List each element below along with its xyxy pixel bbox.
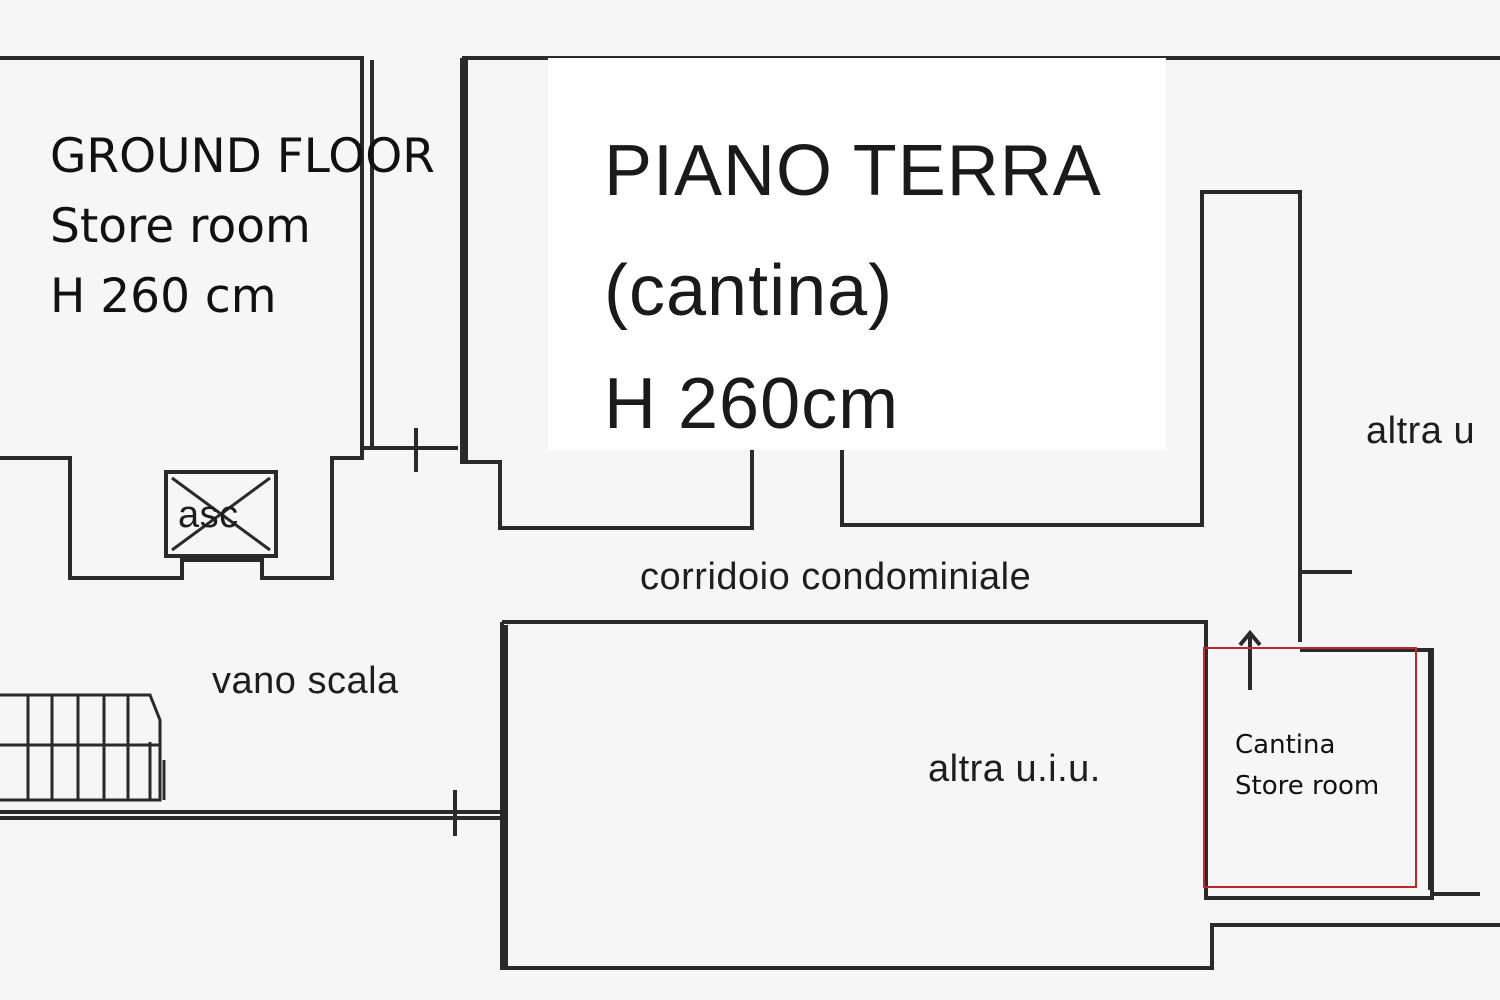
wall-lower-right	[1204, 632, 1480, 900]
italian-height: H 260cm	[604, 364, 900, 444]
door-arrow	[1238, 629, 1262, 690]
english-title: GROUND FLOOR	[50, 129, 435, 184]
lift-label: asc	[178, 494, 239, 536]
lift-shaft	[164, 470, 278, 558]
lift-cross	[171, 476, 271, 552]
store-room-label-it: Cantina	[1235, 730, 1336, 760]
other-unit-label: altra u.i.u.	[928, 748, 1101, 790]
english-height: H 260 cm	[50, 269, 277, 324]
italian-room: (cantina)	[604, 251, 894, 331]
italian-title: PIANO TERRA	[604, 131, 1102, 211]
wall-bottom-left	[0, 810, 500, 820]
italian-legend: PIANO TERRA (cantina) H 260cm	[548, 58, 1166, 450]
wall-left-inner	[370, 60, 458, 450]
english-legend: GROUND FLOOR Store room H 260 cm	[50, 122, 435, 332]
english-room: Store room	[50, 199, 311, 254]
stairwell-label: vano scala	[212, 660, 399, 702]
wall-lower-block	[500, 620, 1500, 970]
store-room-label-en: Store room	[1235, 771, 1380, 801]
store-room-highlight: Cantina Store room	[1203, 647, 1417, 888]
wall-central-upper-right	[840, 190, 1302, 642]
staircase	[0, 693, 166, 802]
other-unit-right-label: altra u	[1366, 410, 1476, 452]
corridor-label: corridoio condominiale	[640, 556, 1032, 598]
wall-left-wing	[0, 56, 370, 580]
